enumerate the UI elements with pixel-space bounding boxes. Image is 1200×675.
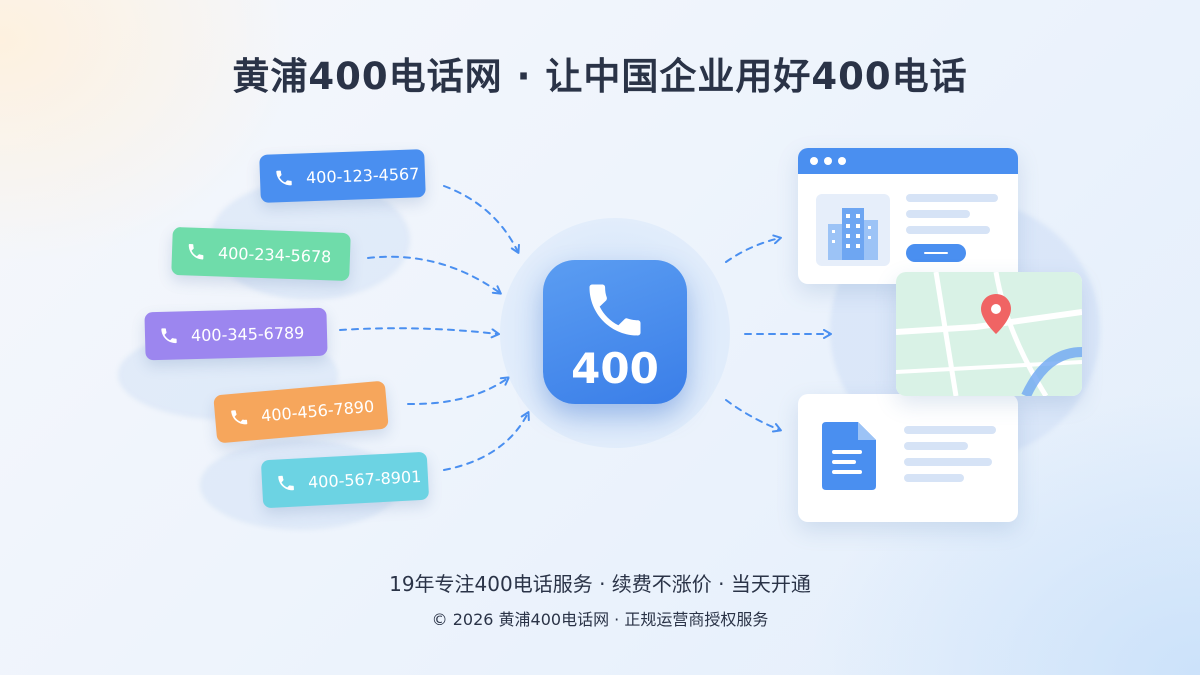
number-pill-text: 400-456-7890 [260, 396, 375, 425]
phone-icon [278, 475, 294, 491]
copyright: © 2026 黄浦400电话网 · 正规运营商授权服务 [431, 610, 769, 629]
building-thumbnail [816, 194, 890, 266]
text-line [904, 442, 968, 450]
text-line [904, 458, 992, 466]
hub-400-badge: 400 [543, 260, 687, 404]
number-pill-3: 400-345-6789 [144, 307, 328, 361]
phone-icon [161, 328, 177, 344]
cta-button [906, 244, 966, 262]
arrow-in-2 [367, 255, 502, 295]
number-pill-text: 400-567-8901 [307, 466, 422, 492]
number-pill-text: 400-234-5678 [217, 243, 332, 266]
text-line [904, 474, 964, 482]
arrow-in-4 [407, 376, 510, 406]
number-pill-text: 400-345-6789 [190, 322, 305, 345]
arrow-in-5 [443, 411, 530, 471]
arrow-out-1 [725, 234, 782, 263]
phone-icon [231, 410, 248, 425]
arrow-in-1 [443, 185, 520, 254]
number-pill-text: 400-123-4567 [305, 163, 420, 187]
page-title: 黄浦400电话网 · 让中国企业用好400电话 [232, 55, 968, 98]
map-illustration [896, 272, 1082, 396]
website-card [798, 148, 1018, 284]
number-pill-2: 400-234-5678 [171, 226, 351, 282]
document-card [798, 394, 1018, 522]
arrow-in-3 [339, 327, 500, 339]
building-icon [828, 208, 878, 260]
phone-icon [589, 284, 641, 336]
window-dot-icon [824, 157, 832, 165]
hub-label: 400 [571, 344, 659, 393]
phone-icon [188, 244, 204, 260]
window-dot-icon [838, 157, 846, 165]
document-icon [822, 422, 876, 490]
text-line [906, 210, 970, 218]
browser-title-bar [798, 148, 1018, 174]
window-dot-icon [810, 157, 818, 165]
tagline: 19年专注400电话服务 · 续费不涨价 · 当天开通 [389, 572, 811, 596]
text-line [906, 194, 998, 202]
arrow-out-3 [725, 399, 782, 433]
map-card [896, 272, 1082, 396]
number-pill-4: 400-456-7890 [213, 380, 389, 444]
map-pin-icon [981, 294, 1011, 334]
phone-icon [276, 170, 292, 186]
number-pill-1: 400-123-4567 [259, 149, 426, 203]
number-pill-5: 400-567-8901 [260, 451, 430, 509]
text-line [906, 226, 990, 234]
text-line [904, 426, 996, 434]
